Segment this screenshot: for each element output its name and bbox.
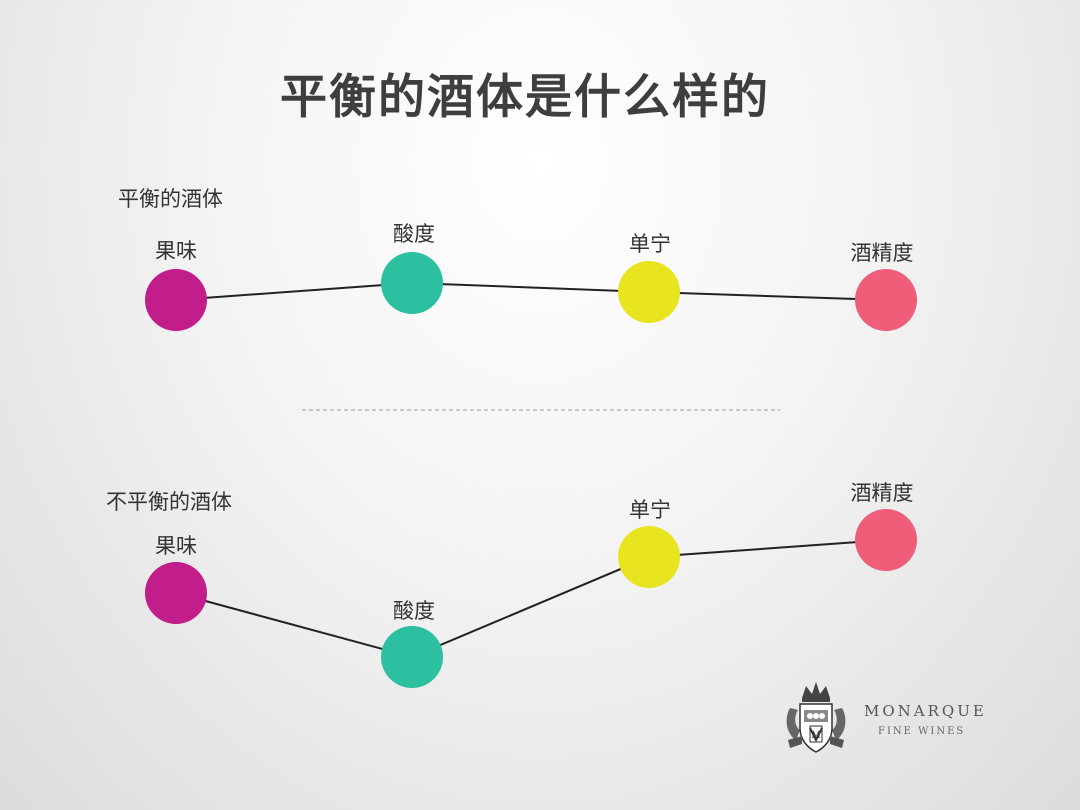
crown-crest-icon: M [786, 682, 846, 753]
unbalanced-node-acidity [381, 626, 443, 688]
unbalanced-label-alcohol: 酒精度 [850, 481, 914, 505]
unbalanced-node-alcohol [855, 509, 917, 571]
balanced-label-tannin: 单宁 [629, 232, 671, 256]
unbalanced-node-fruit [145, 562, 207, 624]
balanced-label-fruit: 果味 [155, 239, 197, 263]
balanced-node-alcohol [855, 269, 917, 331]
balanced-section-label: 平衡的酒体 [118, 187, 223, 211]
unbalanced-section-label: 不平衡的酒体 [106, 490, 232, 514]
unbalanced-connector-line [175, 539, 887, 659]
monarque-logo: M MONARQUE FINE WINES [780, 678, 1010, 758]
svg-text:M: M [811, 731, 820, 741]
logo-name: MONARQUE [864, 702, 987, 720]
balanced-node-acidity [381, 252, 443, 314]
balanced-label-alcohol: 酒精度 [850, 241, 914, 265]
unbalanced-label-fruit: 果味 [155, 534, 197, 558]
logo-subtitle: FINE WINES [878, 726, 966, 737]
balanced-connector-line [175, 281, 887, 301]
balanced-node-fruit [145, 269, 207, 331]
page-title: 平衡的酒体是什么样的 [280, 70, 770, 125]
balanced-node-tannin [618, 261, 680, 323]
balanced-label-acidity: 酸度 [393, 222, 435, 246]
unbalanced-label-acidity: 酸度 [393, 599, 435, 623]
unbalanced-node-tannin [618, 526, 680, 588]
unbalanced-label-tannin: 单宁 [629, 498, 671, 522]
